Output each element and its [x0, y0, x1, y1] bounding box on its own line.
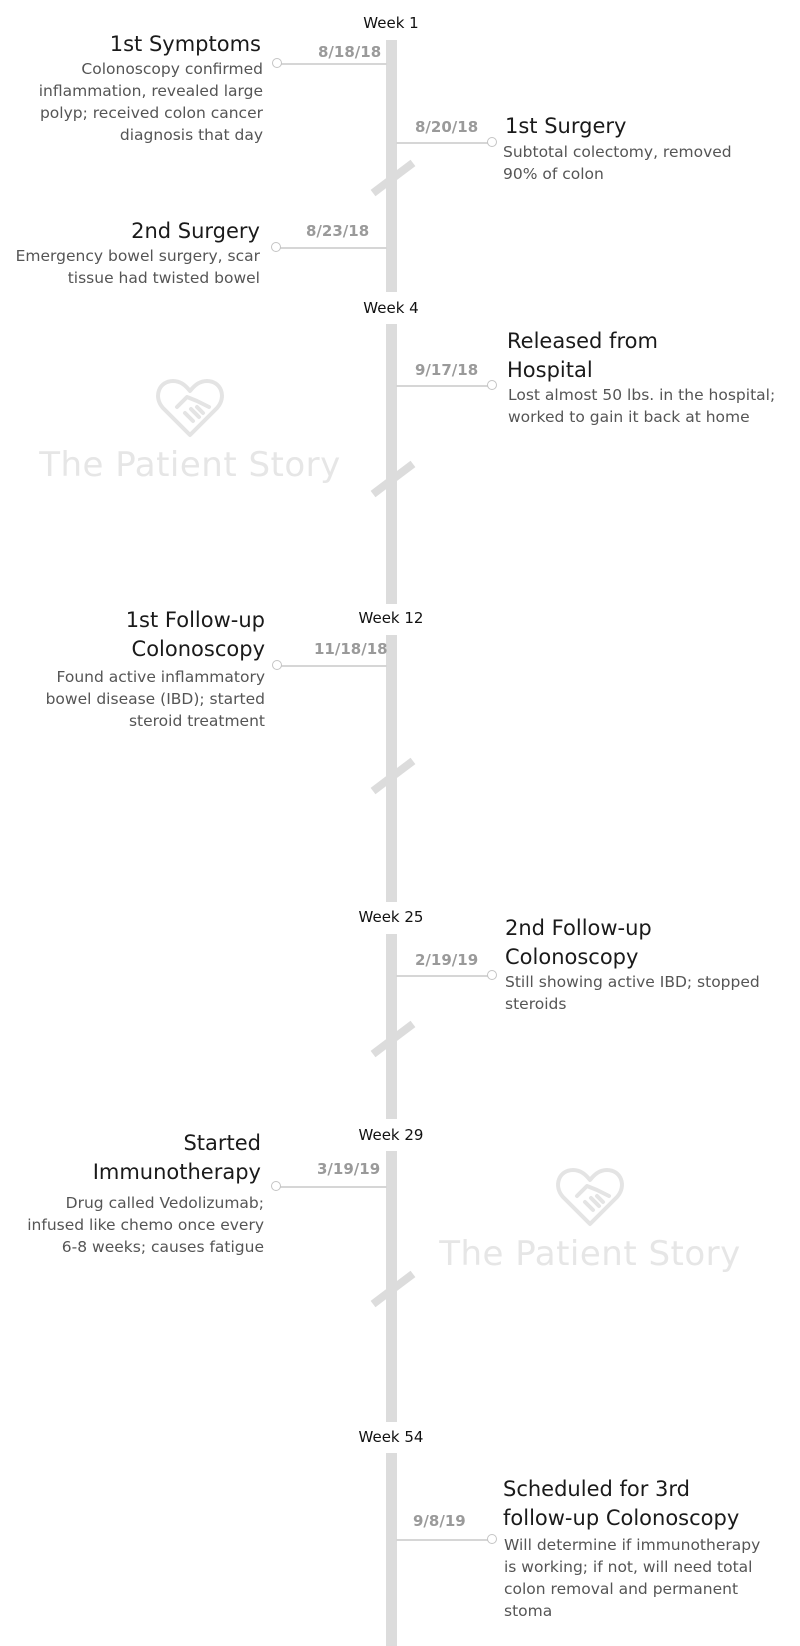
event-date: 8/18/18 — [318, 43, 382, 61]
week-label: Week 12 — [358, 609, 424, 627]
timeline-track-segment — [386, 934, 397, 1119]
event-title: 2nd Surgery — [131, 219, 260, 243]
timeline-track-segment — [386, 1453, 397, 1646]
watermark: The Patient Story — [30, 377, 350, 485]
event-description: Drug called Vedolizumab; infused like ch… — [27, 1194, 264, 1256]
week-label: Week 4 — [363, 299, 419, 317]
event-title: Released from Hospital — [507, 329, 658, 382]
event-dot-icon — [271, 242, 281, 252]
event-dot-icon — [487, 1534, 497, 1544]
event-title: 1st Symptoms — [109, 32, 261, 56]
event-title: Started Immunotherapy — [92, 1131, 261, 1184]
heart-handshake-icon — [556, 1168, 624, 1226]
timeline-track-segment — [386, 40, 397, 292]
watermark-text: The Patient Story — [439, 1234, 741, 1274]
event-dot-icon — [487, 380, 497, 390]
event-date: 8/23/18 — [306, 222, 370, 240]
event-description: Will determine if immunotherapy is worki… — [504, 1536, 761, 1620]
watermark-text: The Patient Story — [39, 445, 341, 485]
timeline-track-segment — [386, 635, 397, 902]
event-description: Emergency bowel surgery, scar tissue had… — [15, 247, 260, 287]
event-date: 2/19/19 — [415, 951, 479, 969]
event-title: 1st Surgery — [505, 114, 627, 138]
event-dot-icon — [272, 660, 282, 670]
event-connector — [276, 1186, 387, 1188]
event-dot-icon — [272, 58, 282, 68]
event-connector — [396, 975, 492, 977]
week-label: Week 29 — [358, 1126, 424, 1144]
event-date: 9/17/18 — [415, 361, 479, 379]
event-dot-icon — [487, 970, 497, 980]
week-label: Week 25 — [358, 908, 424, 926]
event-dot-icon — [271, 1181, 281, 1191]
event-connector — [277, 665, 387, 667]
event-connector — [276, 247, 387, 249]
event-connector — [396, 385, 492, 387]
event-description: Lost almost 50 lbs. in the hospital; wor… — [508, 386, 776, 426]
event-date: 8/20/18 — [415, 118, 479, 136]
event-date: 11/18/18 — [314, 640, 388, 658]
event-connector — [277, 63, 387, 65]
event-title: 2nd Follow-up Colonoscopy — [505, 916, 652, 969]
event-date: 3/19/19 — [317, 1160, 381, 1178]
event-connector — [396, 142, 492, 144]
event-title: Scheduled for 3rd follow-up Colonoscopy — [503, 1477, 740, 1530]
event-description: Colonoscopy confirmed inflammation, reve… — [38, 60, 263, 144]
week-label: Week 54 — [358, 1428, 424, 1446]
event-connector — [396, 1539, 492, 1541]
week-label: Week 1 — [363, 14, 419, 32]
event-description: Found active inflammatory bowel disease … — [45, 668, 265, 730]
event-description: Still showing active IBD; stopped steroi… — [505, 973, 760, 1013]
event-title: 1st Follow-up Colonoscopy — [125, 608, 265, 661]
event-dot-icon — [487, 137, 497, 147]
event-date: 9/8/19 — [413, 1512, 466, 1530]
event-description: Subtotal colectomy, removed 90% of colon — [503, 143, 732, 183]
timeline-track-segment — [386, 324, 397, 604]
heart-handshake-icon — [156, 379, 224, 437]
watermark: The Patient Story — [430, 1166, 750, 1274]
